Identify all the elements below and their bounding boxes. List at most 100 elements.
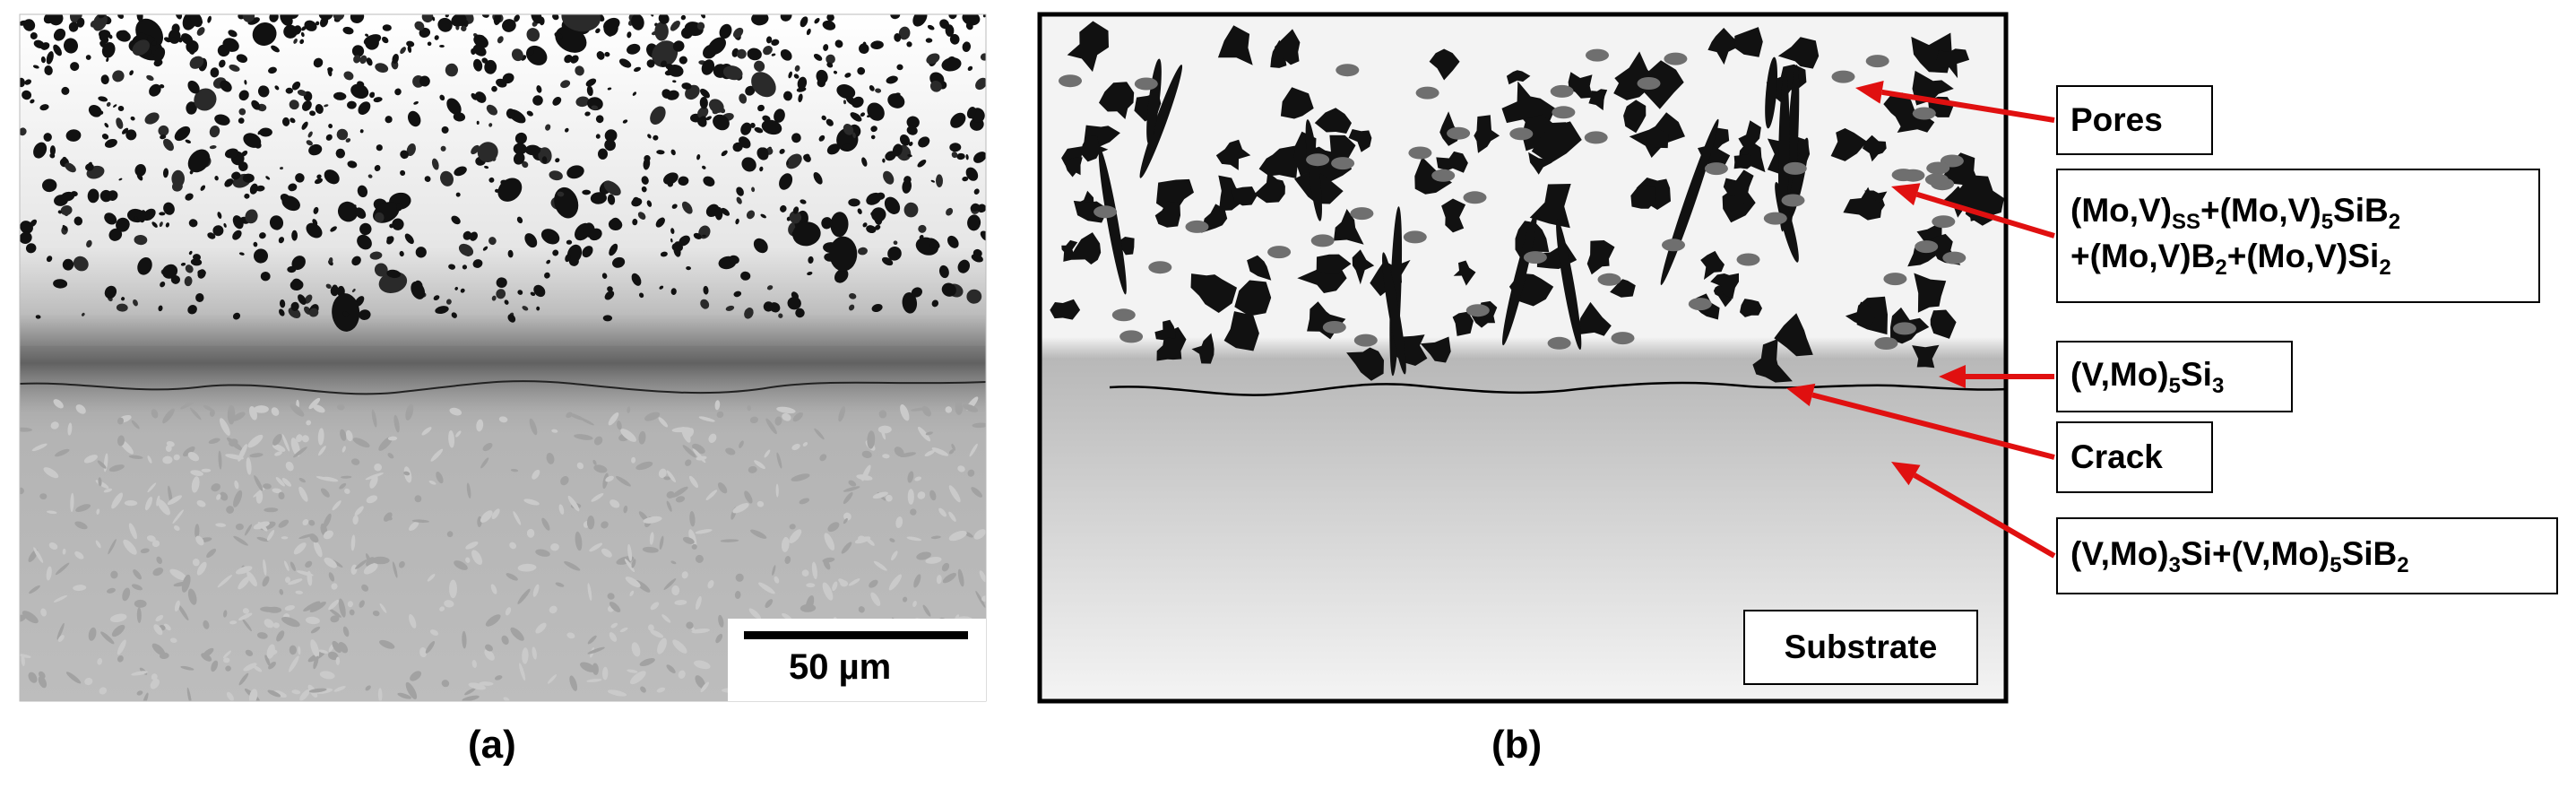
micrograph-pore — [607, 286, 613, 292]
micrograph-pore — [160, 134, 167, 140]
micrograph-grain — [505, 607, 512, 616]
micrograph-pore — [414, 21, 425, 31]
micrograph-pore — [871, 207, 886, 222]
micrograph-pore — [69, 14, 82, 23]
micrograph-pore — [763, 45, 773, 56]
micrograph-pore — [554, 32, 563, 39]
micrograph-grain — [522, 647, 529, 664]
micrograph-grain — [215, 523, 227, 527]
micrograph-grain — [96, 508, 100, 515]
pore-glyph — [1883, 92, 1915, 131]
micrograph-pore — [929, 72, 945, 86]
micrograph-grain — [247, 434, 264, 448]
micrograph-grain — [799, 498, 810, 505]
micrograph-grain — [436, 472, 444, 484]
micrograph-pore — [134, 164, 146, 177]
micrograph-pore — [171, 23, 180, 34]
micrograph-pore — [488, 237, 497, 246]
scale-bar: 50 µm — [728, 619, 986, 701]
micrograph-grain — [168, 485, 173, 505]
micrograph-grain — [50, 421, 59, 429]
micrograph-grain — [128, 523, 137, 540]
callout-line: (Mo,V)SS+(Mo,V)5SiB2 — [2070, 190, 2526, 236]
micrograph-pore — [714, 206, 723, 221]
micrograph-pore — [373, 202, 400, 223]
particle-glyph — [1704, 162, 1728, 176]
micrograph-grain — [347, 601, 354, 608]
particle-glyph — [1891, 169, 1915, 182]
micrograph-grain — [448, 430, 455, 448]
micrograph-grain — [65, 672, 82, 684]
micrograph-grain — [110, 570, 118, 579]
micrograph-grain — [29, 585, 40, 594]
micrograph-grain — [369, 475, 378, 489]
micrograph-grain — [374, 463, 382, 472]
particle-glyph — [1893, 322, 1916, 335]
micrograph-pore — [159, 212, 166, 216]
micrograph-pore — [289, 14, 299, 20]
micrograph-pore — [238, 90, 249, 101]
callout-text: (V,Mo) — [2070, 355, 2169, 393]
micrograph-grain — [765, 599, 774, 609]
micrograph-pore — [389, 192, 411, 210]
micrograph-pore — [249, 183, 258, 195]
micrograph-pore — [603, 20, 618, 37]
micrograph-pore — [585, 78, 597, 87]
micrograph-pore — [848, 243, 853, 247]
pore-glyph — [1439, 111, 1461, 146]
micrograph-pore — [22, 19, 36, 31]
micrograph-grain — [151, 409, 159, 419]
micrograph-grain — [172, 509, 184, 525]
micrograph-pore — [859, 43, 869, 55]
micrograph-pore — [373, 198, 388, 212]
pore-glyph — [1310, 146, 1340, 170]
arrow-head — [1891, 183, 1921, 206]
micrograph-grain — [323, 530, 333, 540]
micrograph-grain — [211, 660, 219, 672]
micrograph-grain — [55, 562, 70, 576]
micrograph-pore — [292, 25, 302, 35]
pore-glyph — [1436, 151, 1468, 173]
micrograph-pore — [949, 33, 960, 45]
micrograph-grain — [293, 542, 307, 555]
micrograph-pore — [514, 132, 527, 144]
micrograph-pore — [734, 31, 741, 40]
micrograph-pore — [826, 118, 834, 126]
micrograph-grain — [234, 480, 239, 490]
micrograph-pore — [185, 193, 194, 201]
micrograph-pore — [830, 212, 849, 238]
micrograph-grain — [365, 685, 371, 691]
micrograph-grain — [20, 654, 31, 658]
micrograph-pore — [373, 97, 383, 103]
micrograph-pore — [257, 130, 261, 135]
micrograph-pore — [278, 237, 285, 244]
schematic-particles — [1059, 48, 1967, 350]
micrograph-pore — [628, 14, 635, 22]
micrograph-pore — [43, 133, 52, 142]
micrograph-grain — [338, 598, 346, 618]
micrograph-grain — [405, 403, 414, 421]
micrograph-grain — [387, 453, 394, 459]
micrograph-pore — [260, 271, 271, 282]
micrograph-grain — [824, 533, 835, 551]
micrograph-grain — [517, 588, 531, 604]
micrograph-pore — [780, 204, 787, 212]
micrograph-pore — [595, 14, 605, 22]
micrograph-pore — [86, 165, 105, 179]
pore-glyph — [1787, 137, 1809, 221]
micrograph-grain — [666, 500, 672, 512]
micrograph-pore — [253, 241, 258, 247]
micrograph-grain — [299, 689, 310, 701]
micrograph-pore — [189, 169, 194, 175]
micrograph-grain — [53, 399, 64, 409]
micrograph-pore — [412, 75, 425, 88]
micrograph-grain — [616, 556, 635, 565]
micrograph-grain — [274, 451, 282, 456]
micrograph-grain — [279, 588, 284, 595]
micrograph-pore — [238, 161, 248, 172]
micrograph-grain — [972, 422, 986, 429]
pore-glyph — [1738, 120, 1761, 150]
micrograph-pore — [445, 14, 449, 18]
micrograph-pore — [858, 247, 868, 256]
caption-panel-b: (b) — [1491, 723, 1543, 767]
